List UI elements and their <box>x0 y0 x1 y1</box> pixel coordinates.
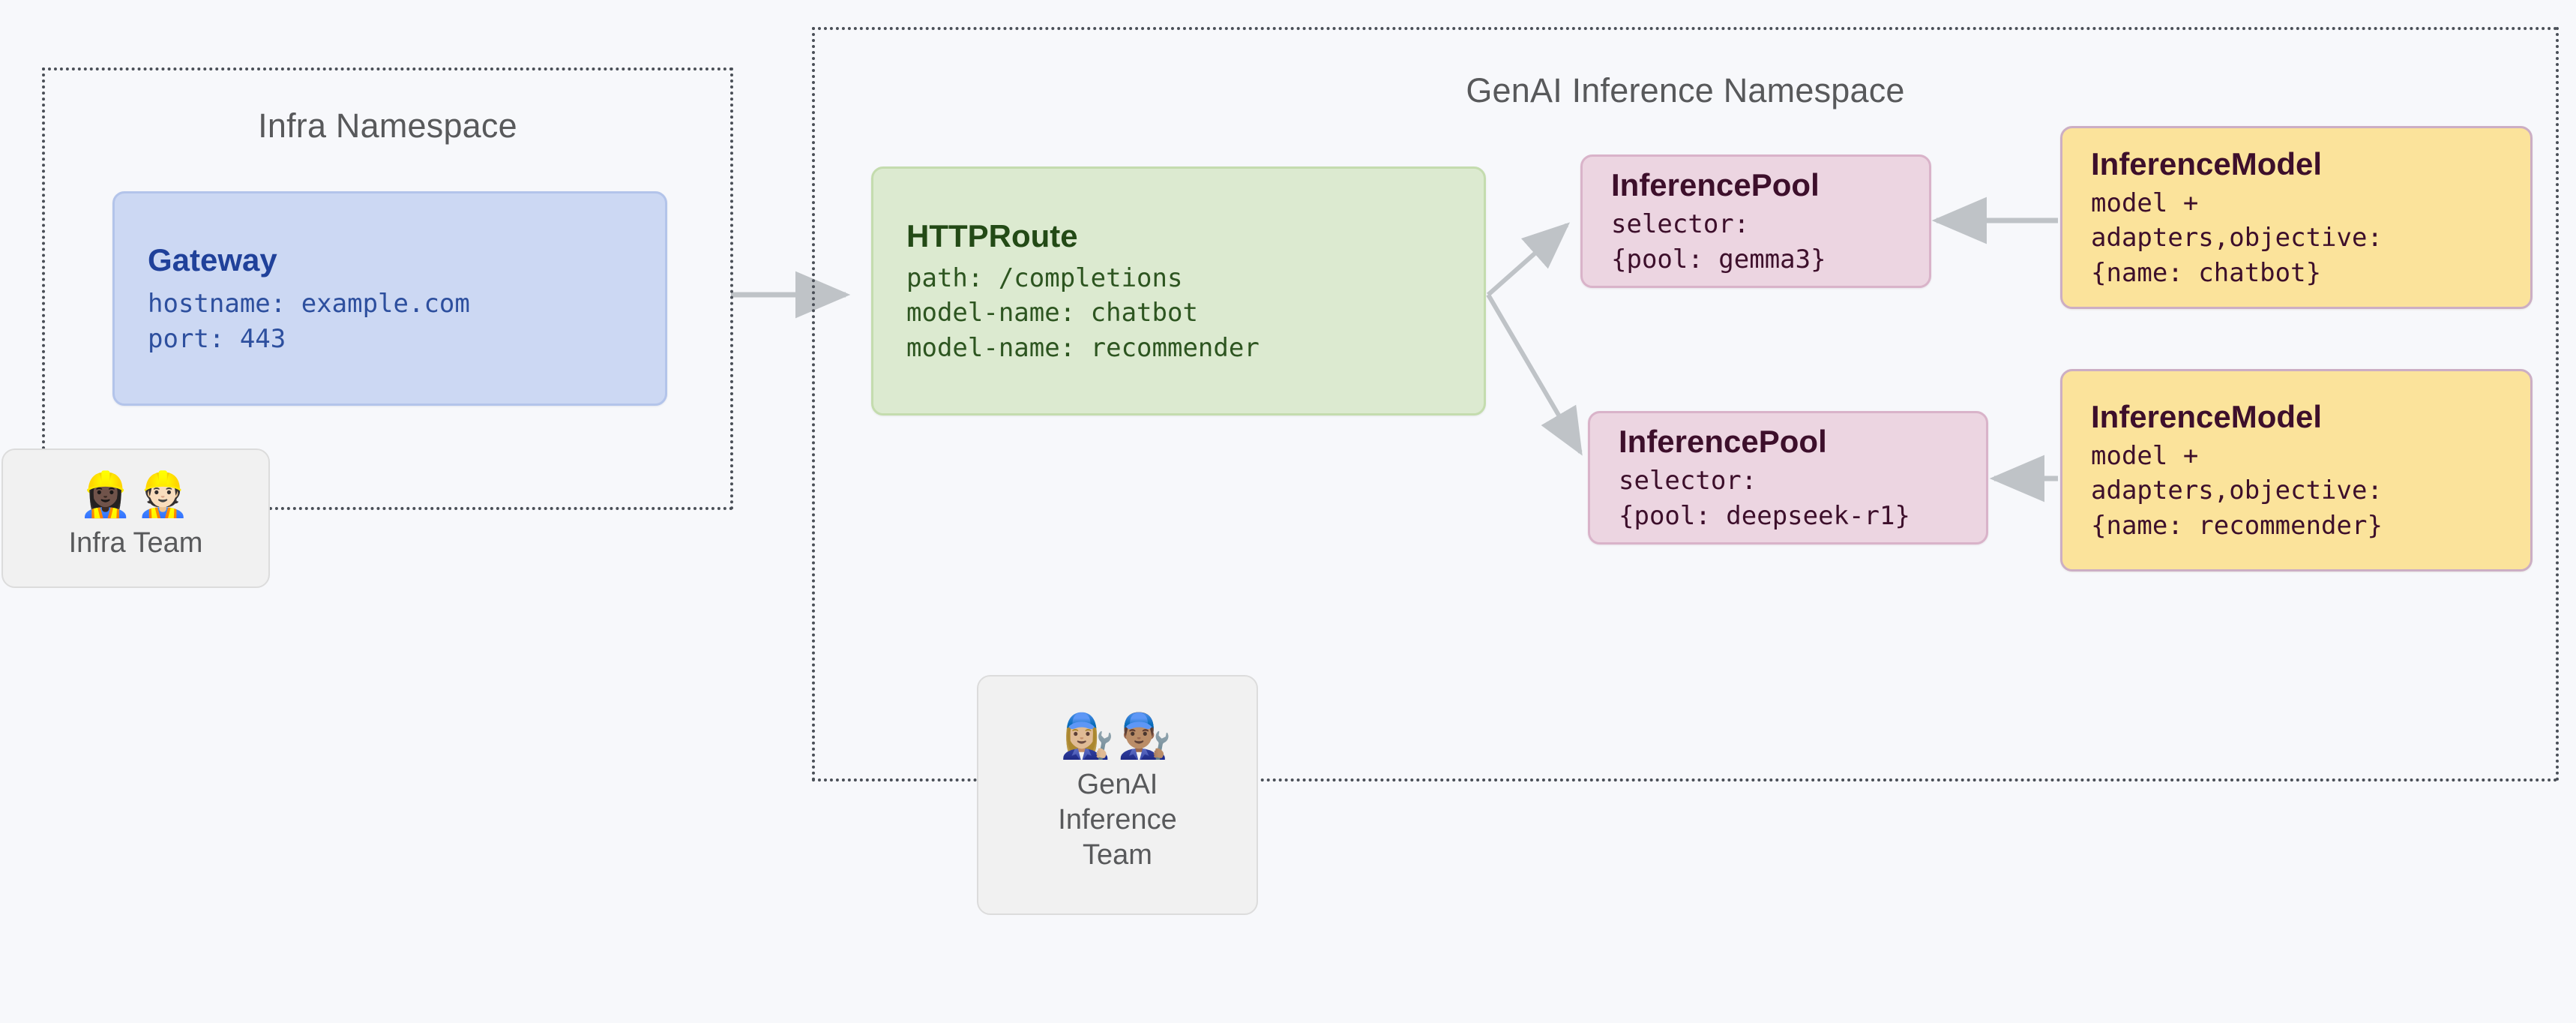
team-card-infra-label: Infra Team <box>68 526 203 559</box>
namespace-infra-title: Infra Namespace <box>258 106 517 145</box>
node-httproute-title: HTTPRoute <box>906 218 1078 254</box>
construction-workers-icon: 👷🏿‍♀️👷🏻 <box>78 470 193 519</box>
namespace-genai: GenAI Inference Namespace <box>812 27 2559 782</box>
node-gateway[interactable]: Gateway hostname: example.com port: 443 <box>112 191 667 406</box>
node-gateway-title: Gateway <box>148 242 277 278</box>
node-inferencepool-gemma3-title: InferencePool <box>1611 167 1820 203</box>
mechanics-icon: 👩🏼‍🔧👨🏽‍🔧 <box>1060 711 1175 760</box>
team-card-genai[interactable]: 👩🏼‍🔧👨🏽‍🔧 GenAI Inference Team <box>977 675 1258 915</box>
node-gateway-body: hostname: example.com port: 443 <box>148 288 470 354</box>
node-inferencepool-deepseek[interactable]: InferencePool selector: {pool: deepseek-… <box>1588 411 1988 544</box>
node-inferencemodel-chatbot-body: model + adapters,objective: {name: chatb… <box>2091 188 2383 289</box>
node-inferencepool-deepseek-title: InferencePool <box>1619 424 1827 460</box>
node-inferencepool-deepseek-body: selector: {pool: deepseek-r1} <box>1619 465 1910 531</box>
namespace-genai-title: GenAI Inference Namespace <box>1466 71 1905 110</box>
node-inferencepool-gemma3-body: selector: {pool: gemma3} <box>1611 208 1826 274</box>
team-card-genai-label: GenAI Inference Team <box>1058 768 1177 871</box>
node-inferencemodel-recommender[interactable]: InferenceModel model + adapters,objectiv… <box>2060 369 2533 572</box>
team-card-infra[interactable]: 👷🏿‍♀️👷🏻 Infra Team <box>1 448 270 588</box>
namespace-infra: Infra Namespace <box>42 68 733 510</box>
node-httproute[interactable]: HTTPRoute path: /completions model-name:… <box>871 166 1486 416</box>
node-inferencemodel-chatbot[interactable]: InferenceModel model + adapters,objectiv… <box>2060 126 2533 309</box>
node-inferencepool-gemma3[interactable]: InferencePool selector: {pool: gemma3} <box>1580 154 1931 288</box>
node-inferencemodel-chatbot-title: InferenceModel <box>2091 146 2323 182</box>
node-httproute-body: path: /completions model-name: chatbot m… <box>906 262 1260 364</box>
node-inferencemodel-recommender-title: InferenceModel <box>2091 398 2323 434</box>
node-inferencemodel-recommender-body: model + adapters,objective: {name: recom… <box>2091 440 2383 542</box>
